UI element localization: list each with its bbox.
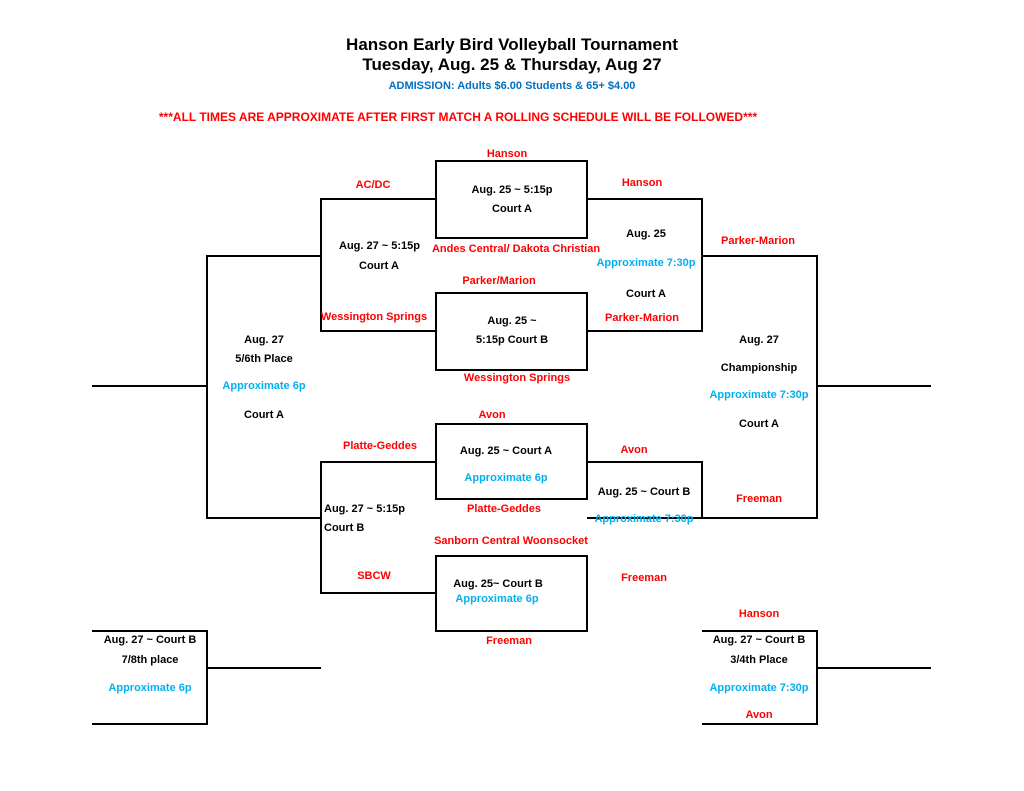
consolation-lower-date: Aug. 27 ~ 5:15p <box>324 503 406 515</box>
third-fourth-date-court: Aug. 27 ~ Court B <box>712 634 806 646</box>
winner-upper-court: Court A <box>626 288 666 300</box>
m1-bottom-team: Andes Central/ Dakota Christian <box>431 243 601 255</box>
championship-label: Championship <box>720 362 798 374</box>
admission-text: ADMISSION: Adults $6.00 Students & 65+ $… <box>388 80 636 92</box>
m1-court: Court A <box>492 203 532 215</box>
winner-upper-top-team: Hanson <box>621 177 663 189</box>
winner-lower-approx-time: Approximate 7:30p <box>594 513 694 525</box>
winner-upper-approx-time: Approximate 7:30p <box>596 257 696 269</box>
m3-bottom-team: Platte-Geddes <box>467 503 541 515</box>
m2-top-team: Parker/Marion <box>462 275 536 287</box>
winner-lower-bottom-team: Freeman <box>621 572 667 584</box>
m3-date-court: Aug. 25 ~ Court A <box>459 445 553 457</box>
consolation-upper-court: Court A <box>359 260 399 272</box>
match-box-m2 <box>435 292 588 371</box>
m1-top-team: Hanson <box>486 148 528 160</box>
winner-upper-bottom-team: Parker-Marion <box>605 312 679 324</box>
consolation-lower-top-team: Platte-Geddes <box>343 440 417 452</box>
championship-date: Aug. 27 <box>739 334 779 346</box>
m4-bottom-team: Freeman <box>486 635 532 647</box>
tournament-dates: Tuesday, Aug. 25 & Thursday, Aug 27 <box>362 55 662 74</box>
winner-upper-date: Aug. 25 <box>626 228 666 240</box>
fifth-sixth-court: Court A <box>244 409 284 421</box>
m2-court: 5:15p Court B <box>475 334 549 346</box>
fifth-sixth-label: 5/6th Place <box>235 353 293 365</box>
consolation-upper-bracket <box>320 198 436 332</box>
m1-date: Aug. 25 ~ 5:15p <box>471 184 553 196</box>
m2-date: Aug. 25 ~ <box>487 315 537 327</box>
m4-top-team: Sanborn Central Woonsocket <box>434 535 588 547</box>
winner-lower-top-team: Avon <box>620 444 648 456</box>
consolation-upper-date: Aug. 27 ~ 5:15p <box>339 240 421 252</box>
third-fourth-top-team: Hanson <box>738 608 780 620</box>
consolation-lower-bracket <box>320 461 436 594</box>
m3-top-team: Avon <box>478 409 506 421</box>
championship-bottom-team: Freeman <box>736 493 782 505</box>
m3-approx-time: Approximate 6p <box>464 472 548 484</box>
third-fourth-label: 3/4th Place <box>730 654 788 666</box>
consolation-upper-top-team: AC/DC <box>355 179 391 191</box>
seventh-eighth-approx-time: Approximate 6p <box>108 682 192 694</box>
third-fourth-bottom-team: Avon <box>745 709 773 721</box>
m4-approx-time: Approximate 6p <box>455 593 539 605</box>
m2-bottom-team: Wessington Springs <box>463 372 571 384</box>
third-fourth-bracket <box>702 630 818 725</box>
winner-lower-date-court: Aug. 25 ~ Court B <box>597 486 691 498</box>
consolation-lower-court: Court B <box>324 522 365 534</box>
seventh-eighth-date-court: Aug. 27 ~ Court B <box>103 634 197 646</box>
schedule-warning: ***ALL TIMES ARE APPROXIMATE AFTER FIRST… <box>158 110 758 124</box>
m4-date-court: Aug. 25~ Court B <box>453 578 543 590</box>
championship-approx-time: Approximate 7:30p <box>709 389 809 401</box>
seventh-eighth-label: 7/8th place <box>121 654 179 666</box>
third-fourth-approx-time: Approximate 7:30p <box>709 682 809 694</box>
winner-upper-bracket <box>587 198 703 332</box>
winner-lower-bracket <box>587 461 703 519</box>
championship-court: Court A <box>739 418 779 430</box>
fifth-sixth-date: Aug. 27 <box>244 334 284 346</box>
fifth-sixth-approx-time: Approximate 6p <box>222 380 306 392</box>
championship-bracket <box>702 255 818 519</box>
seventh-eighth-bracket <box>92 630 208 725</box>
championship-top-team: Parker-Marion <box>721 235 795 247</box>
match-box-m1 <box>435 160 588 239</box>
page-title: Hanson Early Bird Volleyball Tournament <box>346 35 678 54</box>
consolation-lower-bottom-team: SBCW <box>357 570 391 582</box>
match-box-m3 <box>435 423 588 500</box>
consolation-upper-bottom-team: Wessington Springs <box>320 311 428 323</box>
